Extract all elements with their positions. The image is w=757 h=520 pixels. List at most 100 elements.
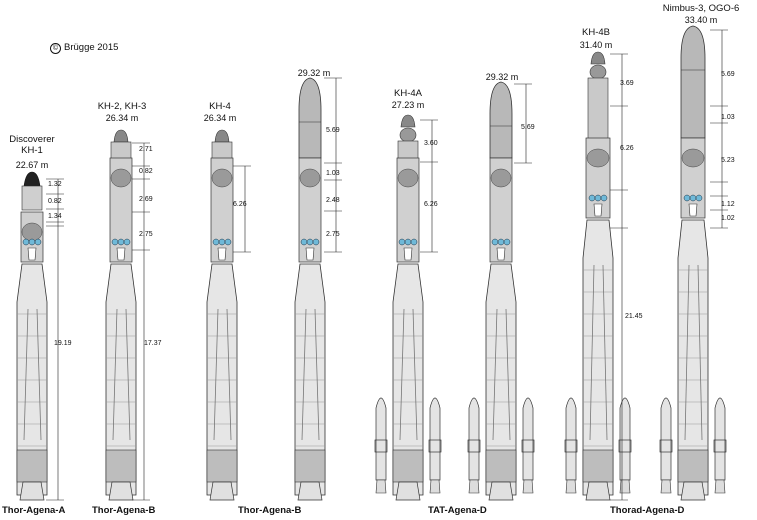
agena-tank <box>586 148 610 168</box>
booster-nozzle <box>660 479 672 494</box>
rocket-7-name: KH-4B <box>582 27 610 38</box>
rocket-8-height: 33.40 m <box>684 15 718 25</box>
rocket-4-dim-4: 2.75 <box>326 231 340 238</box>
main-nozzle <box>209 481 235 501</box>
rocket-1-vehicle: Thor-Agena-A <box>2 505 66 516</box>
booster-1 <box>619 397 631 481</box>
agena-engine <box>593 203 603 217</box>
gas-sphere-1 <box>306 238 314 246</box>
gas-sphere-2 <box>312 238 320 246</box>
booster-1 <box>714 397 726 481</box>
rocket-2-height: 26.34 m <box>105 113 139 123</box>
main-nozzle <box>488 481 514 501</box>
agena-engine <box>403 247 413 261</box>
rocket-5-dim-2: 6.26 <box>424 201 438 208</box>
booster-band <box>618 439 632 453</box>
payload-body <box>397 140 419 161</box>
agena-engine <box>116 247 126 261</box>
conduit <box>505 308 511 441</box>
gas-sphere-2 <box>224 238 232 246</box>
capsule <box>214 129 230 143</box>
rocket-2-dim-5: 17.37 <box>144 340 162 347</box>
gas-sphere-2 <box>600 194 608 202</box>
rocket-3 <box>206 129 251 501</box>
payload-body <box>587 77 609 141</box>
rocket-2-dim-3: 2.69 <box>139 196 153 203</box>
rocket-2-dim-2: 0.82 <box>139 168 153 175</box>
engine-section <box>677 449 709 483</box>
engine-section <box>105 449 137 483</box>
booster-1 <box>522 397 534 481</box>
booster-0 <box>375 397 387 481</box>
rocket-5-height: 27.23 m <box>391 100 425 110</box>
gas-sphere-2 <box>695 194 703 202</box>
payload-fairing <box>298 77 322 159</box>
rocket-1-height: 22.67 m <box>15 160 49 170</box>
rocket-3-name: KH-4 <box>209 101 231 112</box>
gas-sphere-1 <box>594 194 602 202</box>
conduit <box>399 308 405 441</box>
rocket-6-height: 29.32 m <box>485 72 519 82</box>
rocket-7-height: 31.40 m <box>579 40 613 50</box>
rocket-6-dim-1: 5.69 <box>521 124 535 131</box>
main-nozzle <box>585 481 611 501</box>
booster-band <box>467 439 481 453</box>
thor-stage <box>206 263 238 496</box>
gas-sphere-0 <box>22 238 30 246</box>
rocket-5 <box>374 114 442 501</box>
booster-band <box>428 439 442 453</box>
rocket-3-height: 26.34 m <box>203 113 237 123</box>
gas-sphere-2 <box>34 238 42 246</box>
rocket-2 <box>105 129 150 501</box>
rocket-5-vehicle: TAT-Agena-D <box>428 505 487 516</box>
booster-band <box>521 439 535 453</box>
rocket-7-dim-1: 3.69 <box>620 80 634 87</box>
engine-section <box>206 449 238 483</box>
rocket-8-dim-2: 1.03 <box>721 114 735 121</box>
capsule-2 <box>589 64 607 80</box>
conduit <box>112 308 118 441</box>
rocket-1 <box>16 171 64 501</box>
payload-body <box>110 141 132 161</box>
gas-sphere-1 <box>117 238 125 246</box>
gas-sphere-1 <box>689 194 697 202</box>
gas-sphere-0 <box>398 238 406 246</box>
conduit <box>589 264 595 441</box>
gas-sphere-0 <box>683 194 691 202</box>
thor-stage <box>392 263 424 496</box>
engine-section <box>582 449 614 483</box>
conduit <box>697 264 703 441</box>
conduit <box>125 308 131 441</box>
rocket-8-dim-4: 1.12 <box>721 201 735 208</box>
engine-section <box>485 449 517 483</box>
conduit <box>314 308 320 441</box>
engine-section <box>392 449 424 483</box>
main-nozzle <box>297 481 323 501</box>
gas-sphere-0 <box>588 194 596 202</box>
payload-body <box>211 141 233 161</box>
agena-tank <box>397 168 419 188</box>
gas-sphere-0 <box>300 238 308 246</box>
thor-stage <box>485 263 517 496</box>
rocket-1-name-line2: KH-1 <box>21 145 43 156</box>
agena-tank <box>681 148 705 168</box>
rocket-5-name: KH-4A <box>394 88 422 99</box>
engine-section <box>16 449 48 483</box>
capsule <box>400 114 416 128</box>
booster-band <box>713 439 727 453</box>
agena-tank <box>299 168 321 188</box>
capsule <box>23 171 41 187</box>
agena-engine <box>305 247 315 261</box>
rocket-8-dim-3: 5.23 <box>721 157 735 164</box>
thor-stage <box>294 263 326 496</box>
gas-sphere-1 <box>404 238 412 246</box>
conduit <box>412 308 418 441</box>
conduit <box>492 308 498 441</box>
gas-sphere-2 <box>503 238 511 246</box>
rocket-3-dim-1: 6.26 <box>233 201 247 208</box>
payload-fairing <box>680 25 706 139</box>
rocket-8-dim-1: 5.69 <box>721 71 735 78</box>
booster-0 <box>468 397 480 481</box>
